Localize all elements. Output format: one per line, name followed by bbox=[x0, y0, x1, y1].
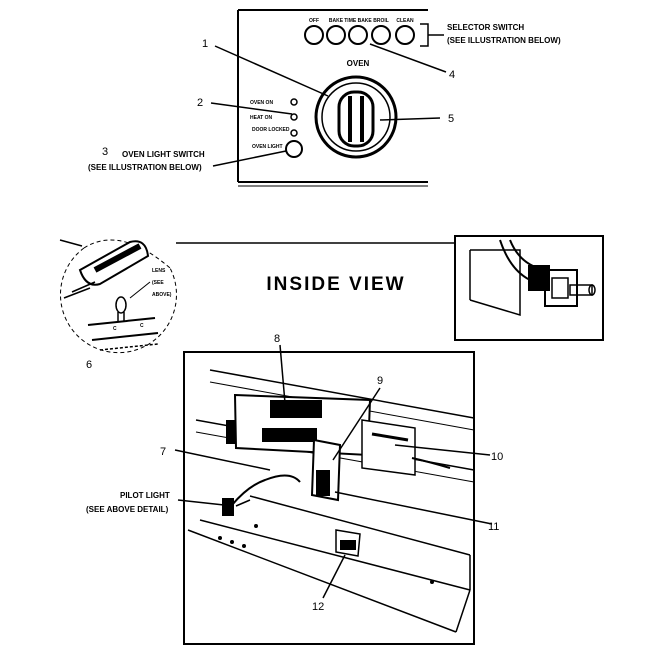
selector-label-time-bake: TIME BAKE bbox=[344, 18, 372, 24]
oven-light-switch-callout: OVEN LIGHT SWITCH bbox=[122, 150, 205, 159]
part-number-2: 2 bbox=[197, 97, 203, 109]
indicator-lights: OVEN ON HEAT ON DOOR LOCKED OVEN LIGHT bbox=[250, 98, 303, 158]
lens-callout-see: (SEE bbox=[152, 280, 164, 286]
pilot-light-callout: PILOT LIGHT bbox=[120, 491, 170, 500]
selector-label-off: OFF bbox=[309, 18, 319, 24]
part-number-9: 9 bbox=[377, 375, 383, 387]
part-number-12: 12 bbox=[312, 601, 324, 613]
oven-light-switch-note: (SEE ILLUSTRATION BELOW) bbox=[88, 163, 202, 172]
indicator-label-heat-on: HEAT ON bbox=[250, 115, 273, 121]
svg-text:C: C bbox=[140, 323, 144, 329]
part-number-4: 4 bbox=[449, 69, 455, 81]
oven-light-switch-detail bbox=[454, 235, 604, 341]
oven-label: OVEN bbox=[347, 59, 370, 68]
part-number-11: 11 bbox=[488, 521, 499, 533]
part-number-1: 1 bbox=[202, 38, 208, 50]
pilot-light-note: (SEE ABOVE DETAIL) bbox=[86, 505, 169, 514]
indicator-label-oven-light: OVEN LIGHT bbox=[252, 144, 283, 150]
selector-label-broil: BROIL bbox=[373, 18, 389, 24]
selector-buttons: OFF BAKE TIME BAKE BROIL CLEAN bbox=[304, 18, 415, 45]
selector-label-bake: BAKE bbox=[329, 18, 344, 24]
lens-callout-above: ABOVE) bbox=[152, 292, 172, 298]
selector-label-clean: CLEAN bbox=[396, 18, 414, 24]
control-panel: OFF BAKE TIME BAKE BROIL CLEAN SELECTOR … bbox=[88, 9, 561, 187]
part-number-10: 10 bbox=[491, 451, 503, 463]
selector-switch-note: (SEE ILLUSTRATION BELOW) bbox=[447, 36, 561, 45]
selector-switch-callout: SELECTOR SWITCH bbox=[447, 23, 524, 32]
inside-view: 8 9 7 10 11 12 PILOT LIGHT (SEE ABOVE DE… bbox=[86, 333, 503, 645]
part-number-5: 5 bbox=[448, 113, 454, 125]
oven-light-button bbox=[285, 140, 303, 158]
part-number-8: 8 bbox=[274, 333, 280, 345]
lens-callout: LENS bbox=[152, 268, 166, 274]
svg-text:C: C bbox=[113, 326, 117, 332]
indicator-label-door-locked: DOOR LOCKED bbox=[252, 127, 290, 133]
oven-knob bbox=[314, 75, 398, 159]
part-number-3: 3 bbox=[102, 146, 108, 158]
diagram-title: INSIDE VIEW bbox=[266, 274, 405, 295]
indicator-label-oven-on: OVEN ON bbox=[250, 100, 273, 106]
part-number-7: 7 bbox=[160, 446, 166, 458]
part-number-6: 6 bbox=[86, 359, 92, 371]
lens-detail: C C LENS (SEE ABOVE) 6 bbox=[60, 239, 177, 371]
